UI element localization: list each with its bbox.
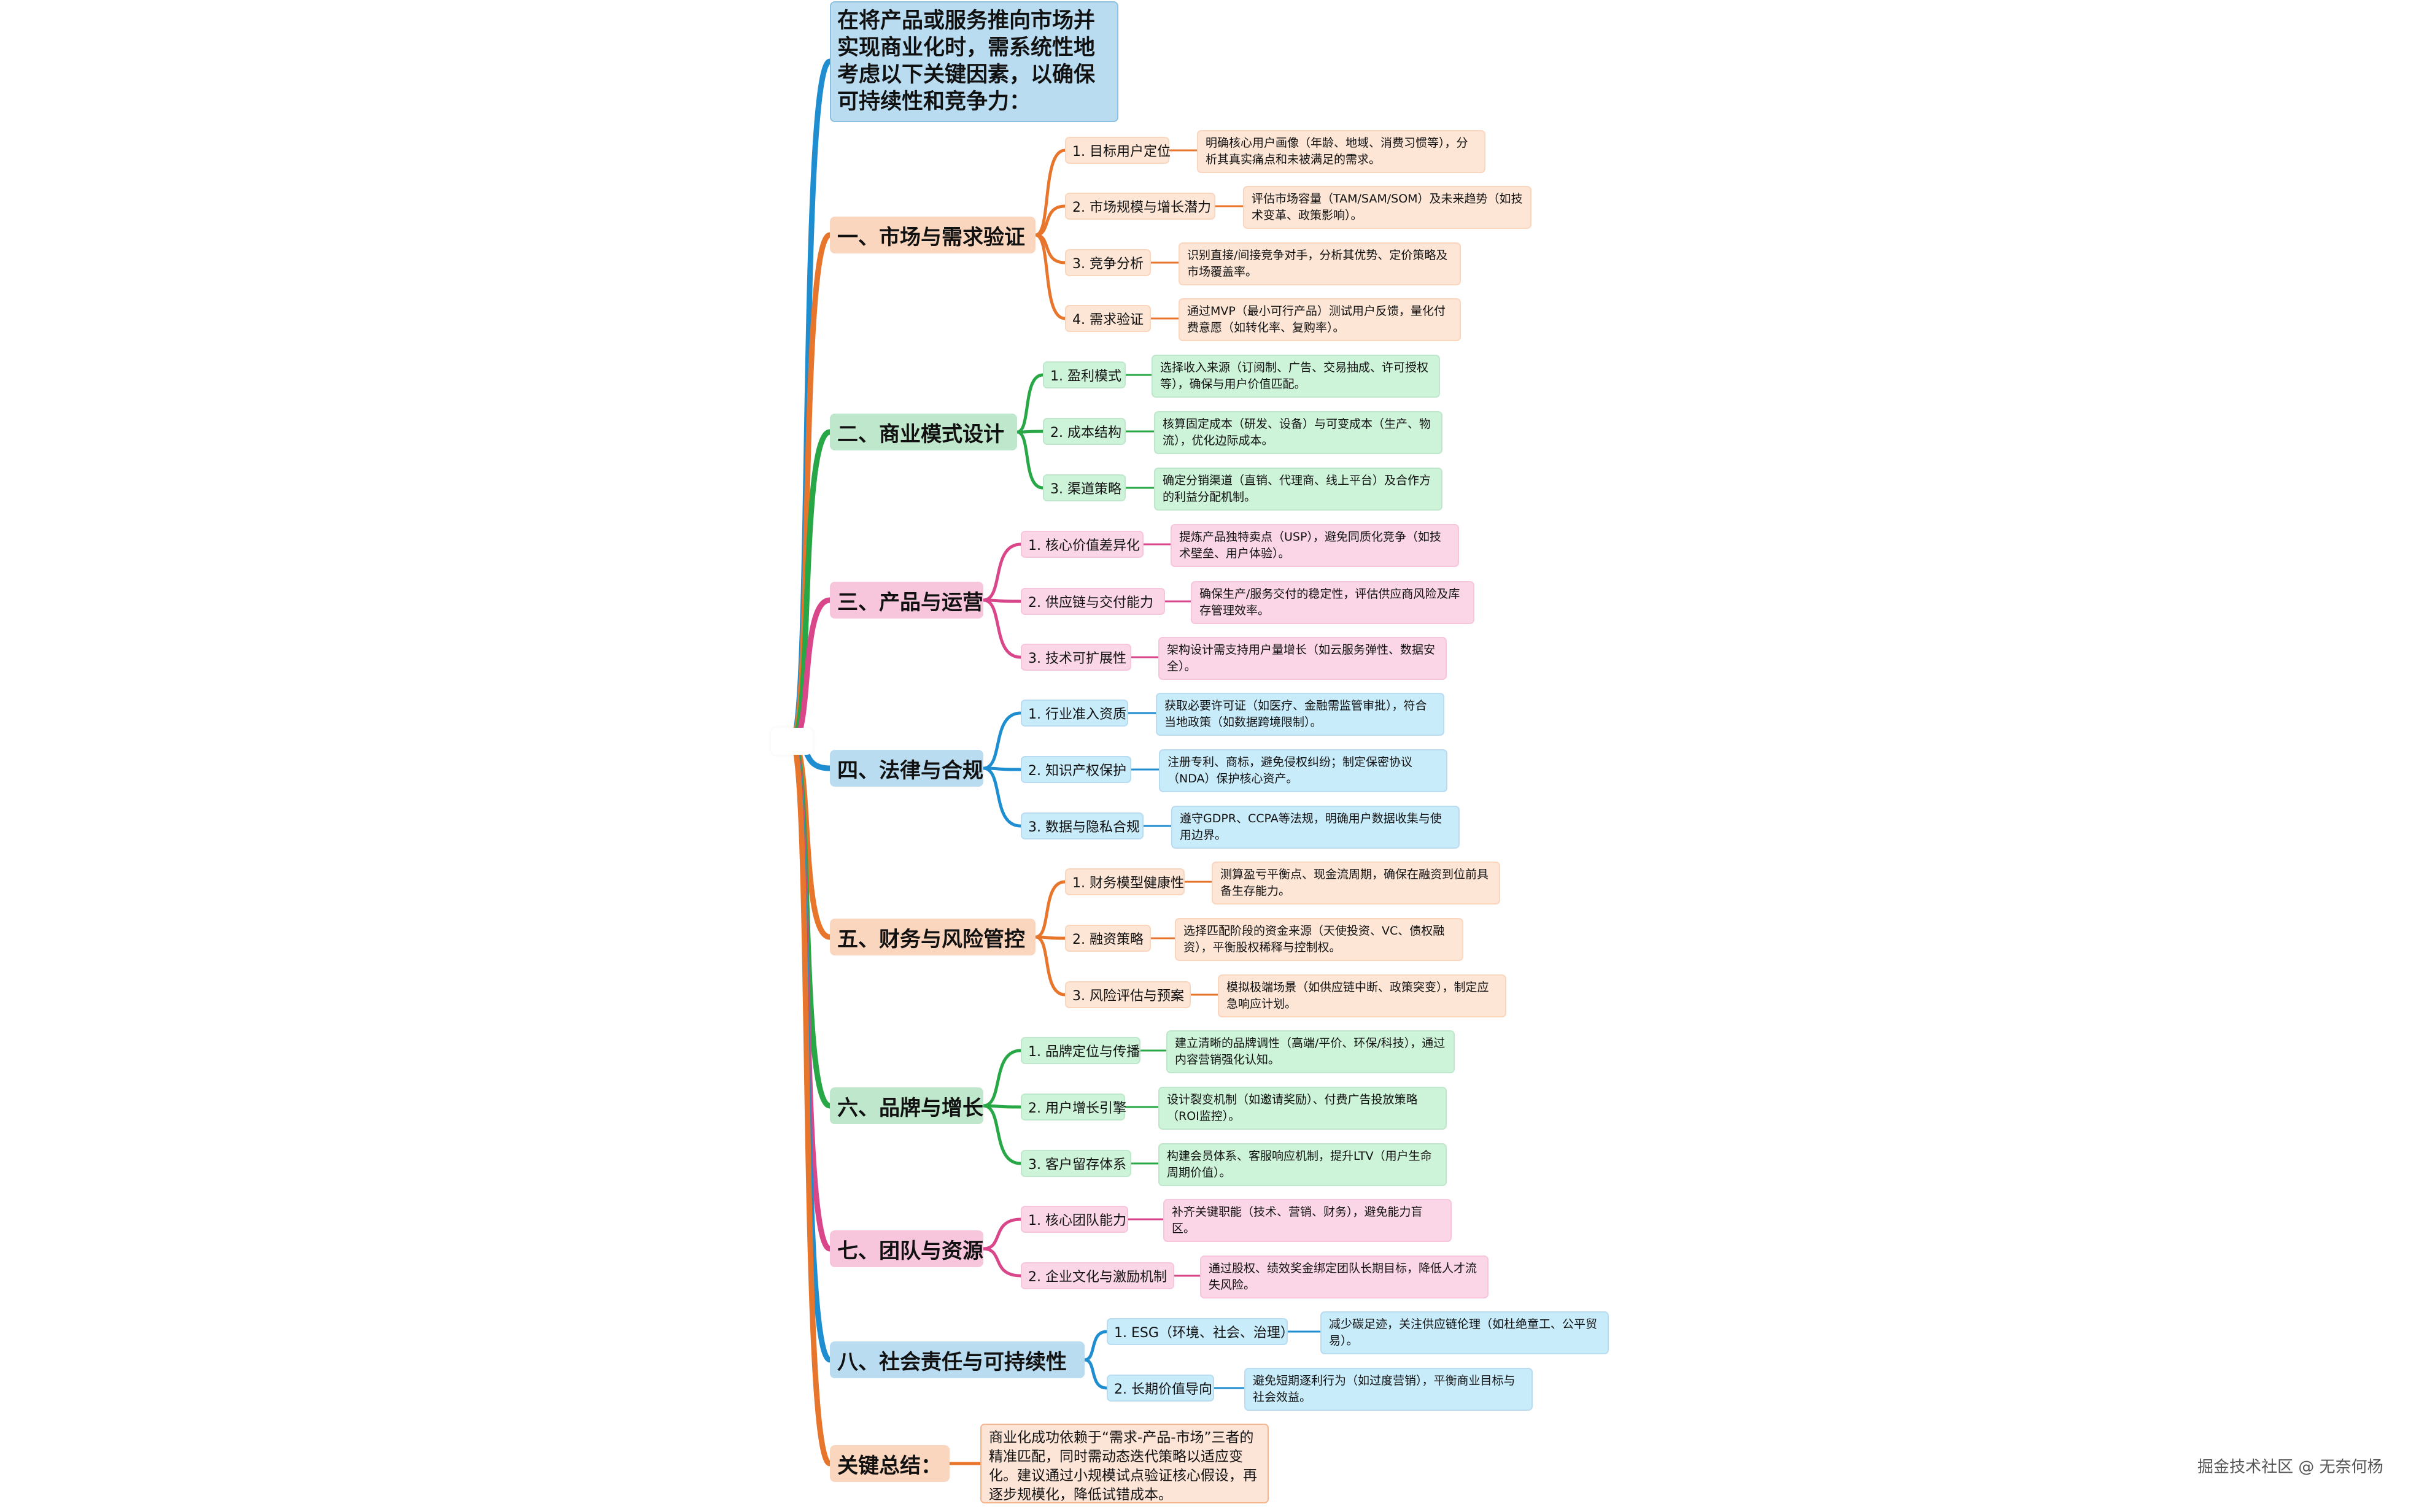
intro-text-box[interactable]: 在将产品或服务推向市场并实现商业化时，需系统性地考虑以下关键因素，以确保可持续性… [830,1,1118,122]
root-node[interactable] [771,728,813,755]
sub-node[interactable]: 3. 竞争分析 [1065,249,1151,276]
sub-node[interactable]: 1. 财务模型健康性 [1065,868,1185,895]
sub-node[interactable]: 1. 行业准入资质 [1021,700,1128,727]
detail-node[interactable]: 遵守GDPR、CCPA等法规，明确用户数据收集与使用边界。 [1171,806,1460,849]
sub-node[interactable]: 2. 企业文化与激励机制 [1021,1262,1174,1289]
connector-sub [981,766,1023,828]
detail-node[interactable]: 架构设计需支持用户量增长（如云服务弹性、数据安全）。 [1158,637,1447,680]
detail-node[interactable]: 通过股权、绩效奖金绑定团队长期目标，降低人才流失风险。 [1200,1256,1489,1298]
sub-node[interactable]: 2. 市场规模与增长潜力 [1065,193,1215,220]
sub-node[interactable]: 2. 成本结构 [1043,418,1126,445]
connector-sub [981,711,1023,770]
watermark: 掘金技术社区 @ 无奈何杨 [2197,1458,2383,1476]
branch-node[interactable]: 三、产品与运营 [830,582,983,619]
connector-sub [981,1049,1023,1108]
detail-node[interactable]: 设计裂变机制（如邀请奖励）、付费广告投放策略（ROI监控）。 [1158,1087,1447,1130]
sub-node[interactable]: 1. ESG（环境、社会、治理） [1107,1318,1294,1345]
detail-node[interactable]: 通过MVP（最小可行产品）测试用户反馈，量化付费意愿（如转化率、复购率）。 [1179,298,1461,341]
connector-sub [981,1217,1023,1251]
connector-sub [981,1104,1023,1165]
detail-node[interactable]: 选择匹配阶段的资金来源（天使投资、VC、债权融资），平衡股权稀释与控制权。 [1175,918,1463,961]
connector-sub [1015,430,1045,490]
sub-node[interactable]: 3. 客户留存体系 [1021,1150,1131,1177]
sub-node[interactable]: 2. 知识产权保护 [1021,756,1131,783]
branch-node[interactable]: 二、商业模式设计 [830,414,1017,450]
detail-node[interactable]: 补齐关键职能（技术、营销、财务），避免能力盲区。 [1163,1199,1452,1242]
connector-sub [981,1247,1023,1278]
branch-node[interactable]: 七、团队与资源 [830,1230,983,1267]
detail-node[interactable]: 确定分销渠道（直销、代理商、线上平台）及合作方的利益分配机制。 [1154,468,1442,511]
detail-node[interactable]: 注册专利、商标，避免侵权纠纷；制定保密协议（NDA）保护核心资产。 [1159,749,1447,792]
detail-node[interactable]: 构建会员体系、客服响应机制，提升LTV（用户生命周期价值）。 [1158,1143,1447,1186]
sub-node[interactable]: 3. 技术可扩展性 [1021,644,1131,671]
sub-node[interactable]: 1. 目标用户定位 [1065,137,1171,164]
sub-node[interactable]: 2. 融资策略 [1065,925,1151,952]
detail-node[interactable]: 选择收入来源（订阅制、广告、交易抽成、许可授权等），确保与用户价值匹配。 [1152,355,1440,398]
branch-node[interactable]: 五、财务与风险管控 [830,919,1036,955]
sub-node[interactable]: 4. 需求验证 [1065,305,1151,332]
connector-sub [1083,1330,1109,1362]
detail-node[interactable]: 获取必要许可证（如医疗、金融需监管审批），符合当地政策（如数据跨境限制）。 [1156,693,1444,736]
connector-sub [1034,935,1067,997]
connector-summary [789,738,833,1467]
sub-node[interactable]: 2. 供应链与交付能力 [1021,588,1165,615]
sub-node[interactable]: 1. 核心团队能力 [1021,1206,1128,1233]
detail-node[interactable]: 核算固定成本（研发、设备）与可变成本（生产、物流），优化边际成本。 [1154,411,1442,454]
sub-node[interactable]: 3. 风险评估与预案 [1065,981,1191,1008]
detail-node[interactable]: 确保生产/服务交付的稳定性，评估供应商风险及库存管理效率。 [1191,581,1474,624]
connector-sub [1034,233,1067,320]
sub-node[interactable]: 3. 数据与隐私合规 [1021,812,1144,839]
detail-node[interactable]: 建立清晰的品牌调性（高端/平价、环保/科技），通过内容营销强化认知。 [1166,1030,1455,1073]
detail-node[interactable]: 测算盈亏平衡点、现金流周期，确保在融资到位前具备生存能力。 [1212,862,1500,904]
detail-node[interactable]: 模拟极端场景（如供应链中断、政策突变），制定应急响应计划。 [1218,974,1506,1017]
sub-node[interactable]: 1. 品牌定位与传播 [1021,1037,1140,1064]
connector-sub [981,542,1023,602]
sub-node[interactable]: 2. 长期价值导向 [1107,1375,1214,1402]
branch-node[interactable]: 六、品牌与增长 [830,1087,983,1124]
detail-node[interactable]: 避免短期逐利行为（如过度营销），平衡商业目标与社会效益。 [1244,1368,1533,1411]
connector-sub [1034,148,1067,237]
connector-sub [1015,373,1045,434]
connector-sub [981,598,1023,659]
branch-node[interactable]: 八、社会责任与可持续性 [830,1341,1085,1378]
detail-node[interactable]: 识别直接/间接竞争对手，分析其优势、定价策略及市场覆盖率。 [1179,242,1461,285]
summary-title[interactable]: 关键总结： [830,1445,950,1482]
detail-node[interactable]: 评估市场容量（TAM/SAM/SOM）及未来趋势（如技术变革、政策影响）。 [1243,186,1531,229]
summary-text[interactable]: 商业化成功依赖于“需求-产品-市场”三者的精准匹配，同时需动态迭代策略以适应变化… [980,1424,1269,1503]
detail-node[interactable]: 明确核心用户画像（年龄、地域、消费习惯等），分析其真实痛点和未被满足的需求。 [1197,130,1485,173]
branch-node[interactable]: 一、市场与需求验证 [830,217,1036,253]
connector-sub [1034,204,1067,237]
connector-sub [1034,880,1067,939]
connector-sub [1083,1358,1109,1390]
detail-node[interactable]: 减少碳足迹，关注供应链伦理（如杜绝童工、公平贸易）。 [1320,1311,1609,1354]
sub-node[interactable]: 1. 盈利模式 [1043,361,1126,388]
sub-node[interactable]: 3. 渠道策略 [1043,474,1126,501]
sub-node[interactable]: 2. 用户增长引擎 [1021,1094,1126,1120]
detail-node[interactable]: 提炼产品独特卖点（USP），避免同质化竞争（如技术壁垒、用户体验）。 [1171,524,1459,567]
sub-node[interactable]: 1. 核心价值差异化 [1021,531,1144,558]
branch-node[interactable]: 四、法律与合规 [830,750,983,787]
